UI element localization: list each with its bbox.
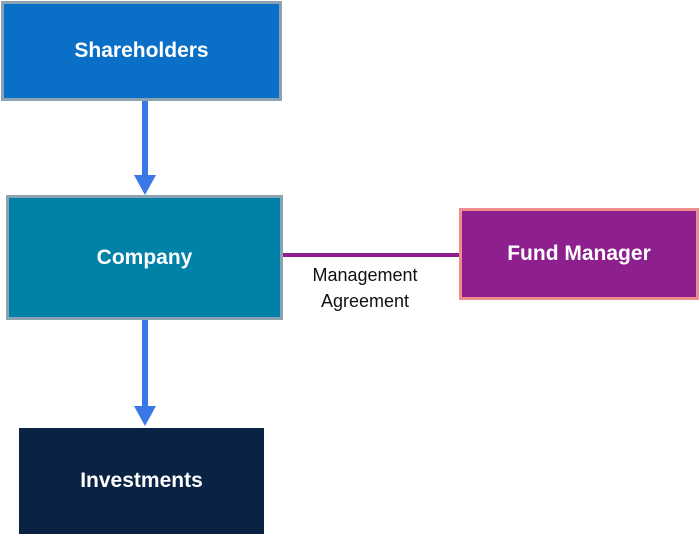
- company-node: Company: [6, 195, 283, 320]
- arrow-shareholders-to-company: [134, 101, 156, 195]
- investments-label: Investments: [80, 469, 203, 492]
- shareholders-node: Shareholders: [1, 1, 282, 101]
- management-agreement-line1: Management: [312, 265, 418, 285]
- management-agreement-label: Management Agreement: [290, 262, 440, 314]
- shareholders-label: Shareholders: [74, 39, 209, 62]
- investments-node: Investments: [19, 428, 264, 534]
- fund-manager-node: Fund Manager: [459, 208, 699, 300]
- company-label: Company: [96, 245, 193, 269]
- fund-manager-label: Fund Manager: [507, 242, 651, 265]
- management-agreement-line2: Agreement: [320, 291, 410, 311]
- arrow-company-to-investments: [134, 320, 156, 426]
